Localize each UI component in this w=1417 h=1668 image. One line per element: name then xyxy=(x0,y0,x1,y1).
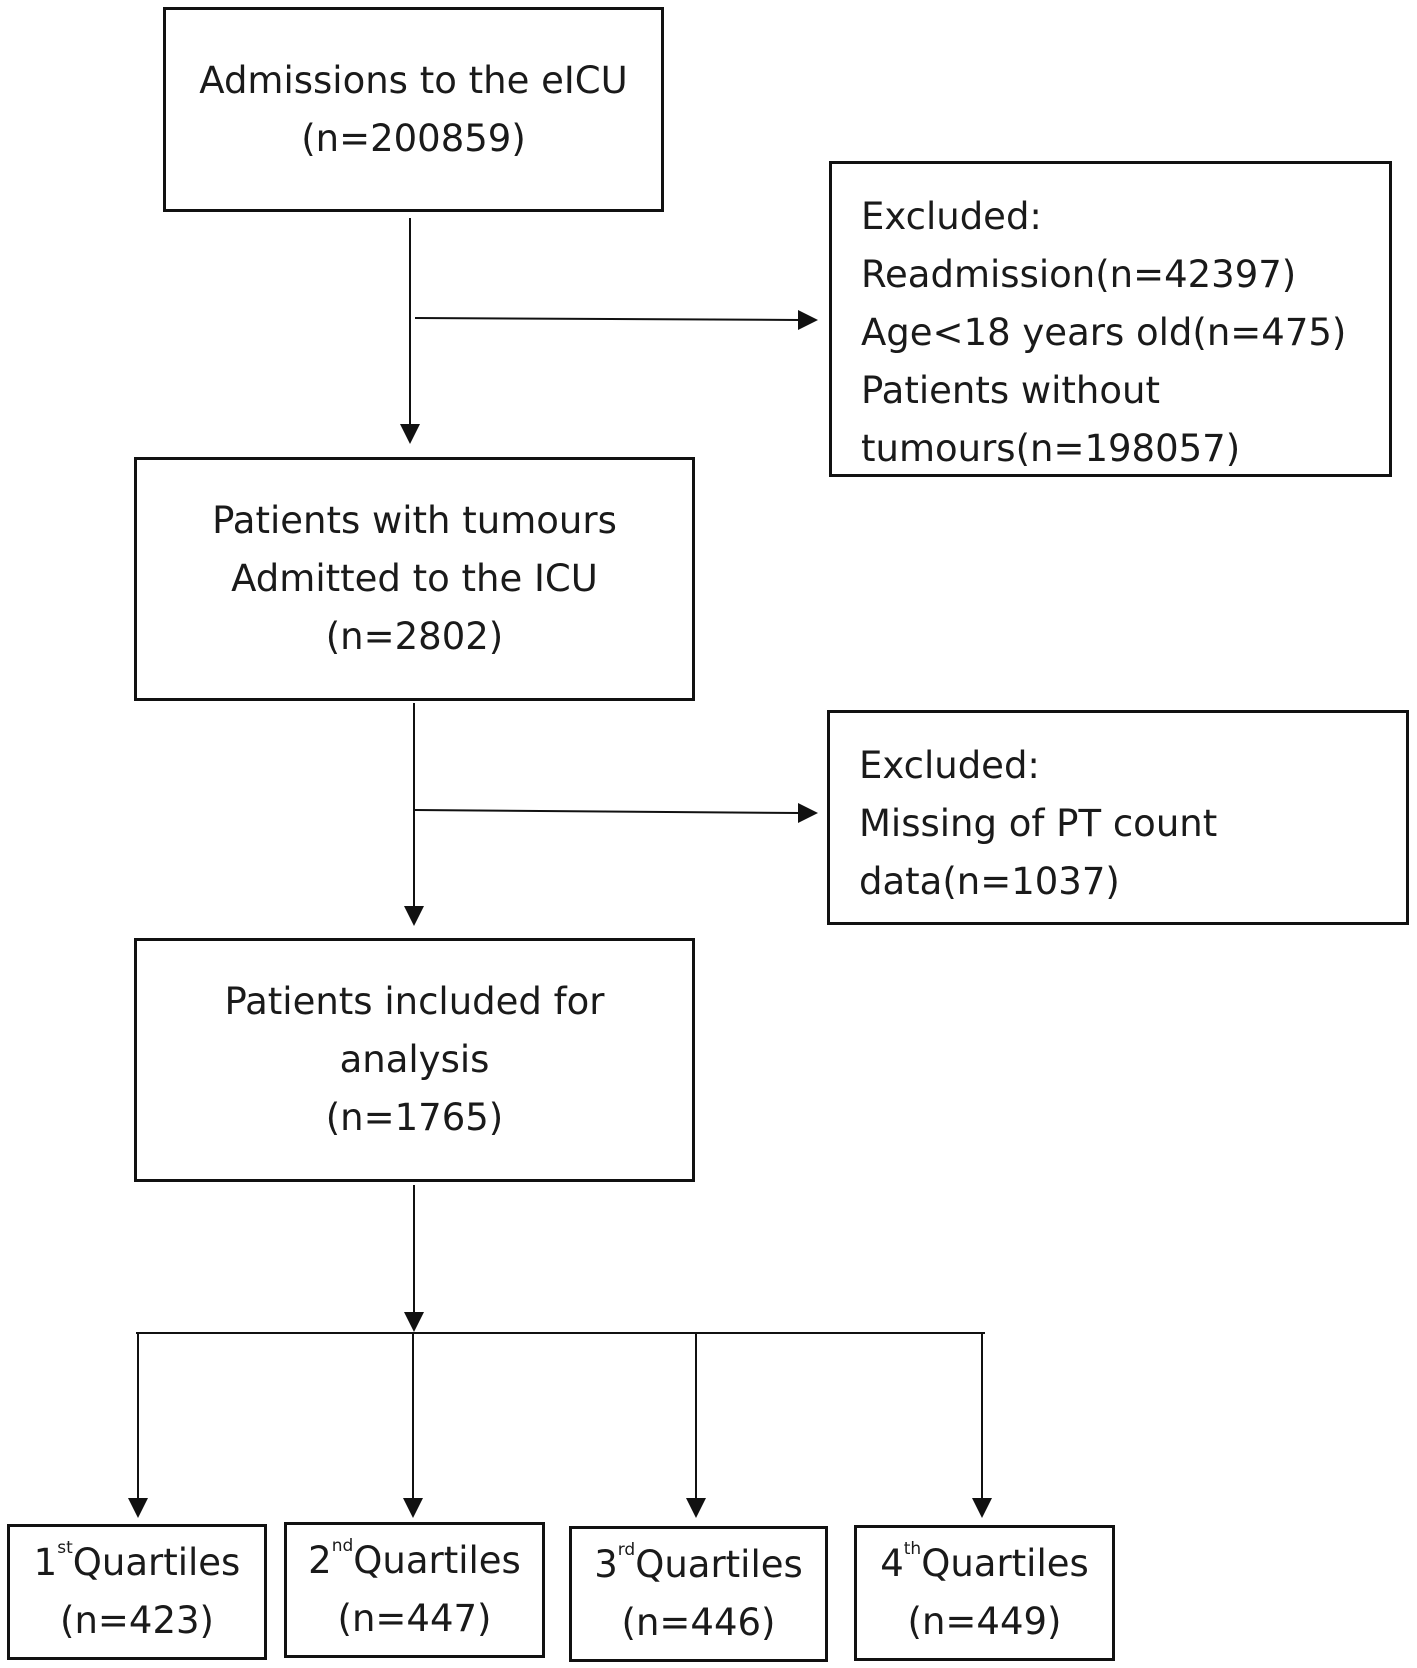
quartile-count: (n=423) xyxy=(60,1599,214,1642)
tumours-line-2: Admitted to the ICU xyxy=(231,557,598,600)
admissions-box: Admissions to the eICU (n=200859) xyxy=(163,7,664,212)
excluded-box-1: Excluded: Readmission(n=42397) Age<18 ye… xyxy=(829,161,1392,477)
excluded-2-item: data(n=1037) xyxy=(859,860,1120,903)
quartile-box-4: 4thQuartiles (n=449) xyxy=(854,1525,1115,1661)
excluded-1-item: tumours(n=198057) xyxy=(861,427,1241,470)
tumours-box: Patients with tumours Admitted to the IC… xyxy=(134,457,695,701)
quartile-title: 2ndQuartiles xyxy=(308,1536,521,1583)
tumours-count: (n=2802) xyxy=(325,615,504,658)
quartile-box-2: 2ndQuartiles (n=447) xyxy=(284,1522,545,1658)
excluded-2-item: Missing of PT count xyxy=(859,802,1218,845)
analysis-line-2: analysis xyxy=(339,1038,490,1081)
quartile-count: (n=447) xyxy=(337,1597,492,1640)
excluded-1-heading: Excluded: xyxy=(861,195,1042,238)
analysis-line-1: Patients included for xyxy=(224,980,605,1023)
excluded-1-item: Age<18 years old(n=475) xyxy=(861,311,1347,354)
excluded-1-item: Patients without xyxy=(861,369,1160,412)
arrow-to-excluded-1 xyxy=(414,317,801,321)
quartile-title: 1stQuartiles xyxy=(33,1538,241,1585)
quartile-count: (n=446) xyxy=(621,1601,776,1644)
admissions-title: Admissions to the eICU xyxy=(199,58,628,102)
quartile-box-1: 1stQuartiles (n=423) xyxy=(7,1524,267,1660)
excluded-1-item: Readmission(n=42397) xyxy=(861,253,1297,296)
excluded-2-heading: Excluded: xyxy=(859,744,1040,787)
admissions-count: (n=200859) xyxy=(301,116,526,160)
analysis-box: Patients included for analysis (n=1765) xyxy=(134,938,695,1182)
arrow-to-excluded-2 xyxy=(414,809,801,814)
quartile-count: (n=449) xyxy=(907,1600,1062,1643)
tumours-line-1: Patients with tumours xyxy=(212,499,617,542)
analysis-count: (n=1765) xyxy=(325,1096,504,1139)
quartile-title: 3rdQuartiles xyxy=(594,1540,803,1587)
excluded-box-2: Excluded: Missing of PT count data(n=103… xyxy=(827,710,1409,925)
quartile-title: 4thQuartiles xyxy=(880,1539,1089,1586)
quartile-box-3: 3rdQuartiles (n=446) xyxy=(569,1526,828,1662)
